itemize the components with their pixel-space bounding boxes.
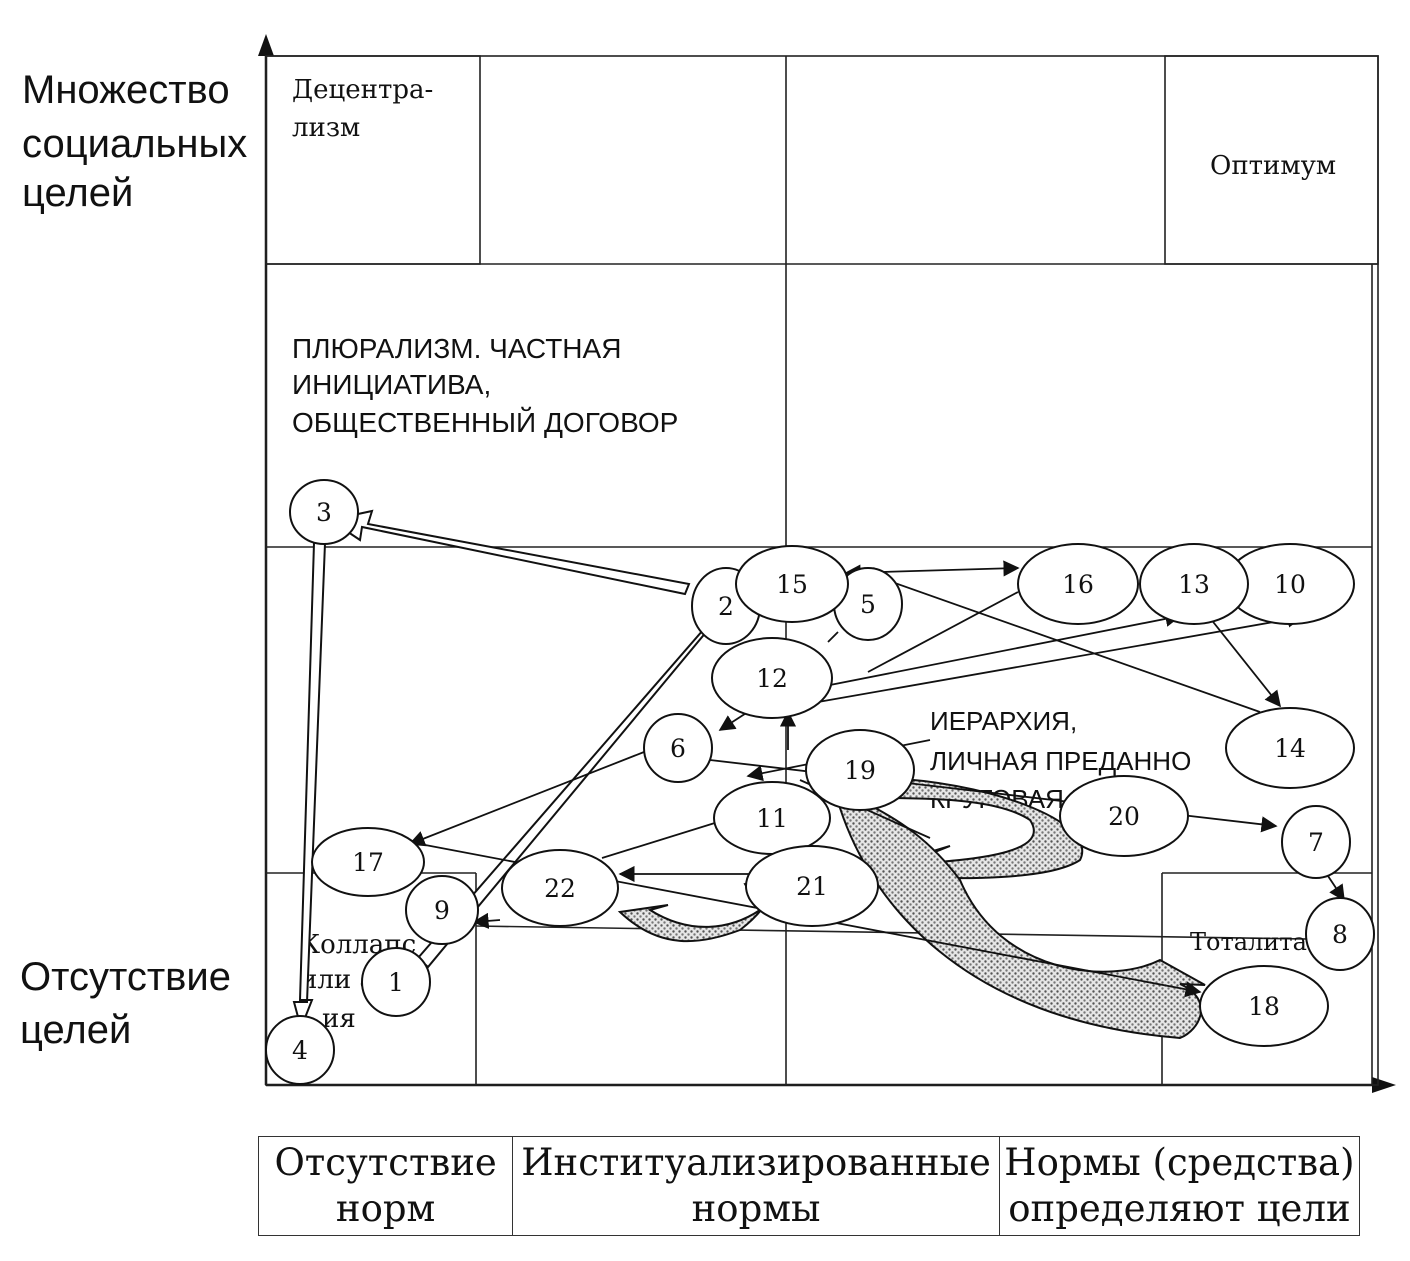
node-label: 4: [292, 1036, 308, 1065]
node-shape: [1017, 543, 1139, 625]
node-4: 4: [265, 1015, 335, 1085]
node-21: 21: [745, 845, 879, 927]
node-label: 20: [1108, 802, 1140, 831]
y-axis-arrowhead: [258, 34, 274, 56]
node-8: 8: [1305, 897, 1375, 971]
node-3: 3: [289, 479, 359, 545]
node-label: 17: [352, 848, 384, 877]
node-shape: [1199, 965, 1329, 1047]
node-shape: [501, 849, 619, 927]
node-22: 22: [501, 849, 619, 927]
pluralism-label: ПЛЮРАЛИЗМ. ЧАСТНАЯ ИНИЦИАТИВА, ОБЩЕСТВЕН…: [292, 333, 678, 438]
flow-arrow: [827, 631, 839, 643]
cell-line: Институализированные: [521, 1141, 991, 1184]
node-9: 9: [405, 875, 479, 945]
node-label: 18: [1248, 992, 1280, 1021]
node-7: 7: [1281, 805, 1351, 879]
node-label: 22: [544, 874, 576, 903]
node-shape: [1225, 707, 1355, 789]
node-label: 12: [756, 664, 788, 693]
node-16: 16: [1017, 543, 1139, 625]
node-11: 11: [713, 781, 831, 855]
node-label: 5: [860, 590, 876, 619]
node-label: 11: [756, 804, 788, 833]
node-label: 15: [776, 570, 808, 599]
node-shape: [405, 875, 479, 945]
node-shape: [311, 827, 425, 897]
node-label: 9: [434, 896, 450, 925]
flow-arrow: [472, 912, 501, 929]
node-label: 1: [388, 968, 404, 997]
node-shape: [711, 637, 833, 719]
cell-line: норм: [335, 1187, 436, 1230]
x-axis-norms-table: Отсутствие норм Институализированные нор…: [257, 1136, 1361, 1236]
node-1: 1: [361, 947, 431, 1017]
hollow-arrow: [327, 509, 691, 596]
flow-arrow: [1209, 617, 1282, 708]
node-label: 8: [1332, 920, 1348, 949]
node-shape: [1059, 775, 1189, 857]
node-shape: [805, 729, 915, 811]
norms-define-goals-cell: Нормы (средства) определяют цели: [998, 1136, 1361, 1236]
node-shape: [1281, 805, 1351, 879]
node-label: 14: [1274, 734, 1306, 763]
node-label: 2: [718, 592, 734, 621]
outer-frame: [265, 55, 1379, 1086]
node-10: 10: [1225, 543, 1355, 625]
flow-arrow: [867, 591, 1019, 673]
node-14: 14: [1225, 707, 1355, 789]
node-label: 7: [1308, 828, 1324, 857]
social-goals-diagram: Множество социальных целей Отсутствие це…: [20, 34, 1396, 1093]
flow-arrow: [829, 610, 1182, 686]
node-shape: [735, 545, 849, 623]
no-norms-cell: Отсутствие норм: [257, 1136, 514, 1236]
node-label: 19: [844, 756, 876, 785]
decentralism-label: Децентра- лизм: [292, 75, 442, 143]
cell-line: Отсутствие: [274, 1141, 497, 1184]
node-13: 13: [1139, 543, 1249, 625]
flow-arrow: [408, 751, 645, 847]
cell-line: нормы: [691, 1187, 821, 1230]
node-15: 15: [735, 545, 849, 623]
y-axis-bottom-label: Отсутствие целей: [20, 955, 242, 1052]
flow-arrow: [856, 567, 1261, 713]
edges: [292, 509, 1345, 1040]
x-axis-norms-row: Отсутствие норм Институализированные нор…: [257, 1136, 1361, 1236]
node-17: 17: [311, 827, 425, 897]
node-19: 19: [805, 729, 915, 811]
node-label: 16: [1062, 570, 1094, 599]
node-shape: [1305, 897, 1375, 971]
institutionalized-norms-cell: Институализированные нормы: [512, 1136, 1000, 1236]
node-shape: [745, 845, 879, 927]
optimum-label: Оптимум: [1210, 151, 1336, 181]
y-axis-top-label: Множество социальных целей: [22, 68, 258, 215]
cell-line: определяют цели: [1008, 1187, 1351, 1230]
node-6: 6: [643, 713, 713, 783]
node-shape: [643, 713, 713, 783]
cell-line: Нормы (средства): [1004, 1141, 1355, 1184]
node-label: 3: [316, 498, 332, 527]
shaded-curved-arrow: [838, 798, 1206, 1040]
hollow-arrow: [292, 542, 327, 1032]
totalitarianism-label: Тоталита: [1190, 928, 1307, 956]
node-20: 20: [1059, 775, 1189, 857]
node-shape: [1139, 543, 1249, 625]
node-shape: [361, 947, 431, 1017]
node-12: 12: [711, 637, 833, 719]
flow-arrow: [601, 821, 719, 859]
node-18: 18: [1199, 965, 1329, 1047]
flow-arrow: [817, 611, 1304, 703]
node-label: 6: [670, 734, 686, 763]
node-label: 21: [796, 872, 828, 901]
node-shape: [265, 1015, 335, 1085]
node-shape: [289, 479, 359, 545]
node-label: 10: [1274, 570, 1306, 599]
node-label: 13: [1178, 570, 1210, 599]
